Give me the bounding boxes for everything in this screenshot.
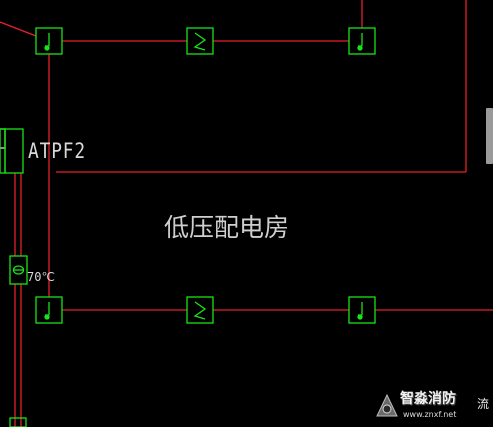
panel-outline-edge [0, 128, 6, 149]
logo-icon [376, 394, 398, 417]
junction-box[interactable] [9, 417, 27, 427]
sprinkler-icon[interactable] [186, 27, 214, 55]
smoke-detector-icon[interactable] [348, 296, 376, 324]
sprinkler-icon[interactable] [186, 296, 214, 324]
panel-box[interactable] [0, 128, 24, 174]
room-label: 低压配电房 [164, 213, 290, 242]
watermark-tail: 流 [477, 397, 490, 411]
smoke-detector-icon[interactable] [35, 27, 63, 55]
vertical-scrollbar[interactable] [486, 108, 493, 164]
smoke-detector-icon[interactable] [348, 27, 376, 55]
watermark: 智淼消防 www.znxf.net 流 [376, 386, 493, 427]
temperature-label: 70℃ [27, 270, 55, 284]
watermark-subtitle: www.znxf.net [403, 410, 457, 419]
smoke-detector-icon[interactable] [35, 296, 63, 324]
panel-label: ATPF2 [28, 139, 86, 163]
wire-diagonal-top-left [0, 21, 37, 37]
watermark-title: 智淼消防 [400, 391, 456, 407]
devices [0, 27, 376, 427]
temperature-detector-icon[interactable] [9, 255, 28, 285]
panel-outline [0, 128, 6, 149]
